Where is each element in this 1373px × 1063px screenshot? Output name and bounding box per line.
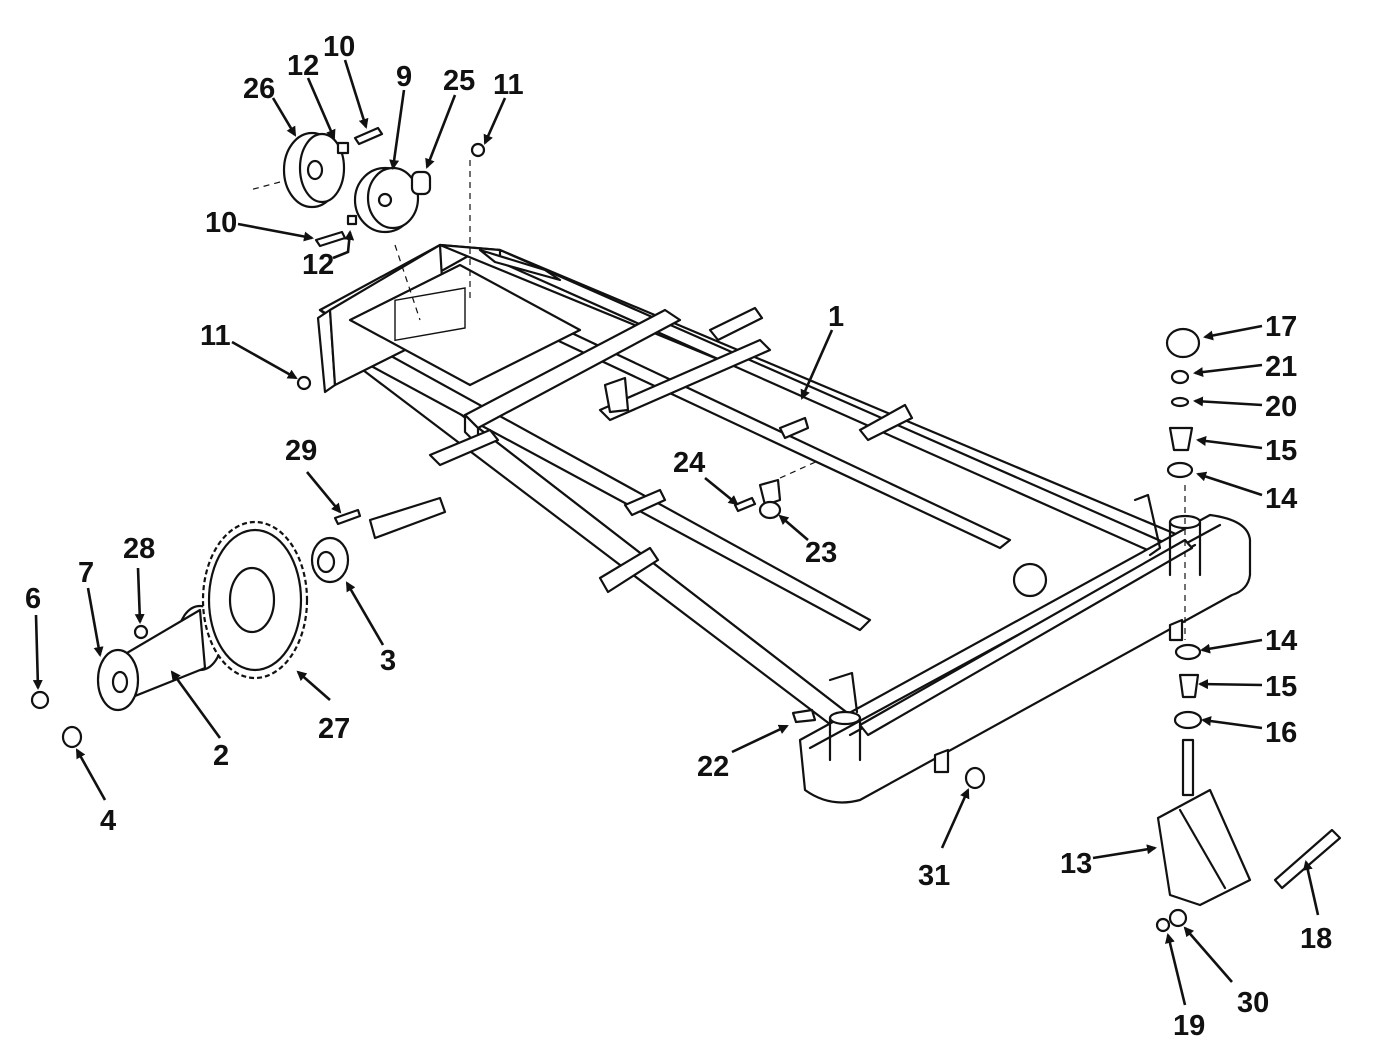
leader-lines [32,59,1320,1006]
nut-21 [1170,369,1190,385]
callout-11: 11 [493,69,524,101]
spacer-4 [61,725,83,749]
callout-28: 28 [123,533,155,565]
callout-7: 7 [78,557,94,589]
axle-shaft [333,496,447,540]
seal-16 [1173,710,1203,730]
callout-26: 26 [243,73,275,105]
callout-15: 15 [1265,435,1297,467]
callout-4: 4 [100,805,116,837]
pulley-9 [353,166,420,234]
callout-14-lower: 14 [1265,625,1297,657]
callout-23: 23 [805,537,837,569]
callout-18: 18 [1300,923,1332,955]
callout-12-lower: 12 [302,249,334,281]
nut-30 [1168,908,1188,928]
frame-assembly [316,243,1252,804]
bearing-3 [310,536,350,584]
callout-16: 16 [1265,717,1297,749]
spacer-25 [410,170,432,196]
callout-13: 13 [1060,848,1092,880]
sprocket-27 [201,520,309,680]
callout-11-lower: 11 [200,320,231,352]
bolt-10 [353,126,384,146]
caster-fork-13 [1156,788,1252,907]
washer-12-lower [346,214,358,226]
screw-24 [733,496,757,513]
bearing-cup-14-lower [1174,643,1202,661]
callout-12: 12 [287,50,319,82]
spindle-shaft [1181,738,1195,797]
callout-10: 10 [323,31,355,63]
bearing-cup-14 [1166,461,1194,479]
callout-30: 30 [1237,987,1269,1019]
caster-stack [1155,327,1342,933]
bolt-18 [1273,828,1342,890]
callout-22: 22 [697,751,729,783]
callout-2: 2 [213,740,229,772]
callout-labels: 26 12 10 9 25 11 10 12 11 1 17 21 20 15 … [25,31,1332,1042]
callout-31: 31 [918,860,950,892]
callout-10-lower: 10 [205,207,237,239]
callout-3: 3 [380,645,396,677]
callout-1: 1 [828,301,844,333]
grease-fitting-22 [791,708,817,724]
washer-19 [1155,917,1171,933]
callout-24: 24 [673,447,705,479]
callout-17: 17 [1265,311,1297,343]
washer-12 [336,141,350,155]
nut-11 [470,142,486,158]
plug-31 [964,766,986,790]
callout-15-lower: 15 [1265,671,1297,703]
callout-21: 21 [1265,351,1297,383]
callout-20: 20 [1265,391,1297,423]
small-hardware [296,126,486,391]
cap-17 [1165,327,1201,359]
bearing-cone-15-lower [1178,673,1200,699]
washer-20 [1170,396,1190,408]
callout-29: 29 [285,435,317,467]
callout-19: 19 [1173,1010,1205,1042]
nut-6 [30,690,50,710]
callout-6: 6 [25,583,41,615]
pulley-26 [249,131,346,209]
nut-11-lower [296,375,312,391]
latch-23 [733,459,821,520]
callout-9: 9 [396,61,412,93]
bolt-29 [333,508,362,526]
bearing-cone-15 [1168,426,1194,452]
callout-27: 27 [318,713,350,745]
callout-25: 25 [443,65,475,97]
nut-28 [133,624,149,640]
callout-14: 14 [1265,483,1297,515]
bolt-10-lower [314,230,347,248]
hub-assembly [30,604,224,749]
